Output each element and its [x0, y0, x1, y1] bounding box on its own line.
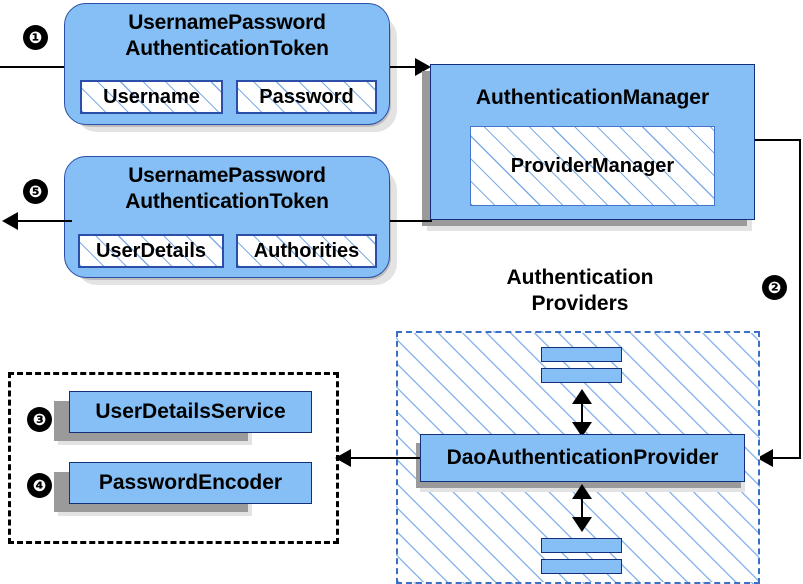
provider-link-line-bottom: [581, 487, 583, 529]
manager-to-provider-line-bottom: [770, 457, 801, 459]
other-provider-bar-bottom-2[interactable]: [541, 559, 622, 574]
user-details-service-box[interactable]: UserDetailsService: [69, 391, 312, 433]
other-provider-bar-bottom-1[interactable]: [541, 538, 622, 553]
request-token-field-password-label: Password: [259, 85, 354, 108]
provider-link-arrow-top-down: [572, 422, 592, 437]
provider-manager-label: ProviderManager: [510, 154, 675, 177]
manager-to-response-token-line: [390, 220, 432, 222]
response-token-title: UsernamePassword AuthenticationToken: [125, 164, 329, 213]
provider-to-beans-line: [350, 457, 420, 459]
request-to-manager-line: [390, 66, 422, 68]
provider-to-beans-arrowhead: [335, 449, 351, 467]
provider-link-arrow-bottom-up: [572, 484, 592, 499]
password-encoder-box[interactable]: PasswordEncoder: [69, 462, 312, 504]
outbound-response-arrowhead: [2, 212, 18, 230]
provider-link-arrow-top-up: [572, 389, 592, 404]
authentication-manager-title: AuthenticationManager: [475, 86, 710, 109]
password-encoder-label: PasswordEncoder: [98, 471, 283, 494]
outbound-response-line: [16, 220, 72, 222]
other-provider-bar-top-1[interactable]: [541, 347, 622, 362]
step-badge-5: ❺: [23, 179, 48, 204]
manager-to-provider-line-vertical: [799, 139, 801, 459]
authentication-providers-title: Authentication Providers: [506, 266, 654, 315]
response-token-field-userdetails-label: UserDetails: [95, 239, 207, 262]
inbound-request-line: [0, 66, 72, 68]
step-badge-4: ❹: [27, 473, 52, 498]
user-details-service-label: UserDetailsService: [95, 400, 286, 423]
manager-to-provider-line-top: [755, 139, 801, 141]
step-badge-3: ❸: [27, 407, 52, 432]
support-beans-group: [8, 372, 339, 544]
manager-to-provider-arrowhead: [757, 449, 773, 467]
other-provider-bar-top-2[interactable]: [541, 368, 622, 383]
provider-link-arrow-bottom-down: [572, 517, 592, 532]
step-badge-1: ❶: [23, 25, 48, 50]
request-token-field-password[interactable]: Password: [236, 80, 377, 114]
provider-link-line-top: [581, 392, 583, 434]
dao-authentication-provider-box[interactable]: DaoAuthenticationProvider: [420, 434, 745, 482]
step-badge-2: ❷: [762, 275, 787, 300]
dao-authentication-provider-label: DaoAuthenticationProvider: [446, 446, 719, 469]
response-token-field-authorities[interactable]: Authorities: [236, 234, 377, 268]
response-token-field-authorities-label: Authorities: [253, 239, 360, 262]
response-token-field-userdetails[interactable]: UserDetails: [78, 234, 224, 268]
request-token-field-username[interactable]: Username: [80, 80, 223, 114]
request-token-title: UsernamePassword AuthenticationToken: [125, 11, 329, 60]
provider-manager-box[interactable]: ProviderManager: [470, 126, 715, 206]
request-token-field-username-label: Username: [103, 85, 200, 108]
